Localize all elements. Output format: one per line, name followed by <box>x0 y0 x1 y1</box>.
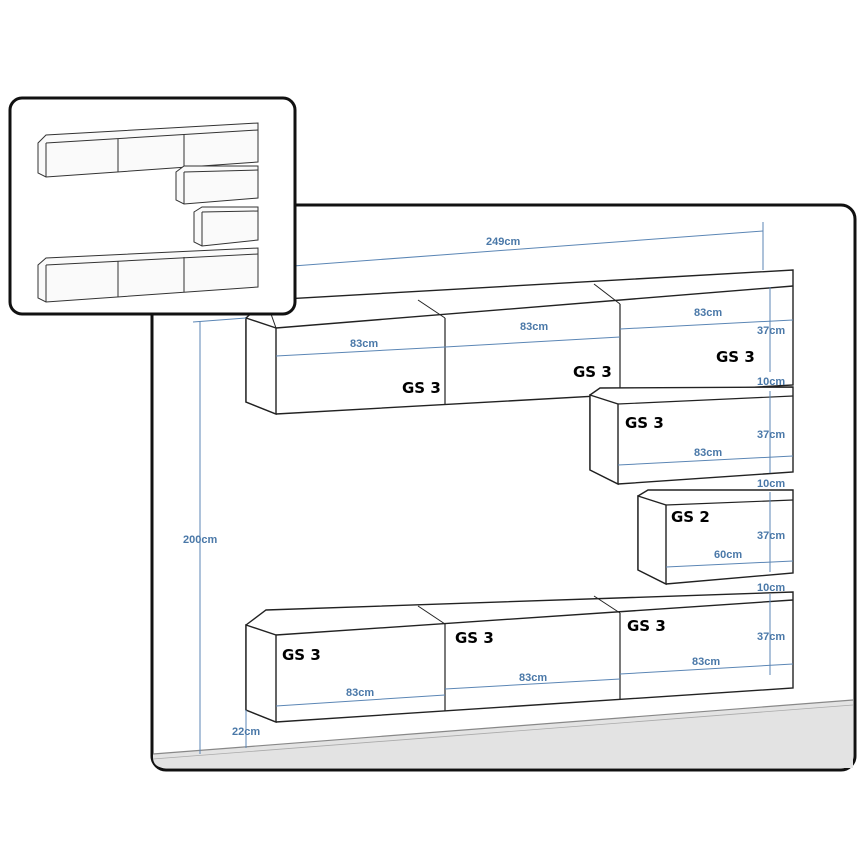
mid1-height: 37cm <box>757 429 785 441</box>
row4-label-3: GS 3 <box>627 617 666 635</box>
row1-height: 37cm <box>757 325 785 337</box>
dimension-lines <box>192 222 794 754</box>
row1-cabinets <box>245 269 794 416</box>
mid2-height: 37cm <box>757 530 785 542</box>
row4-width-3: 83cm <box>692 656 720 668</box>
row1-width-1: 83cm <box>350 338 378 350</box>
floor-gap-label: 22cm <box>232 726 260 738</box>
row4-width-2: 83cm <box>519 672 547 684</box>
gap2-height: 10cm <box>757 478 785 490</box>
total-width-label: 249cm <box>486 236 520 248</box>
total-height-label: 200cm <box>183 534 217 546</box>
mid2-label: GS 2 <box>671 508 710 526</box>
row4-cabinets <box>245 591 794 724</box>
mid2-cabinet <box>637 489 794 586</box>
row4-label-1: GS 3 <box>282 646 321 664</box>
row4-label-2: GS 3 <box>455 629 494 647</box>
gap3-height: 10cm <box>757 582 785 594</box>
floor <box>153 700 853 768</box>
mid1-width: 83cm <box>694 447 722 459</box>
mid1-cabinet <box>589 386 794 486</box>
gap1-height: 10cm <box>757 376 785 388</box>
mid1-label: GS 3 <box>625 414 664 432</box>
row1-width-3: 83cm <box>694 307 722 319</box>
row1-label-2: GS 3 <box>573 363 612 381</box>
mid2-width: 60cm <box>714 549 742 561</box>
row1-label-1: GS 3 <box>402 379 441 397</box>
row4-width-1: 83cm <box>346 687 374 699</box>
row1-label-3: GS 3 <box>716 348 755 366</box>
row4-height: 37cm <box>757 631 785 643</box>
thumbnail-inset <box>8 96 297 316</box>
row1-width-2: 83cm <box>520 321 548 333</box>
